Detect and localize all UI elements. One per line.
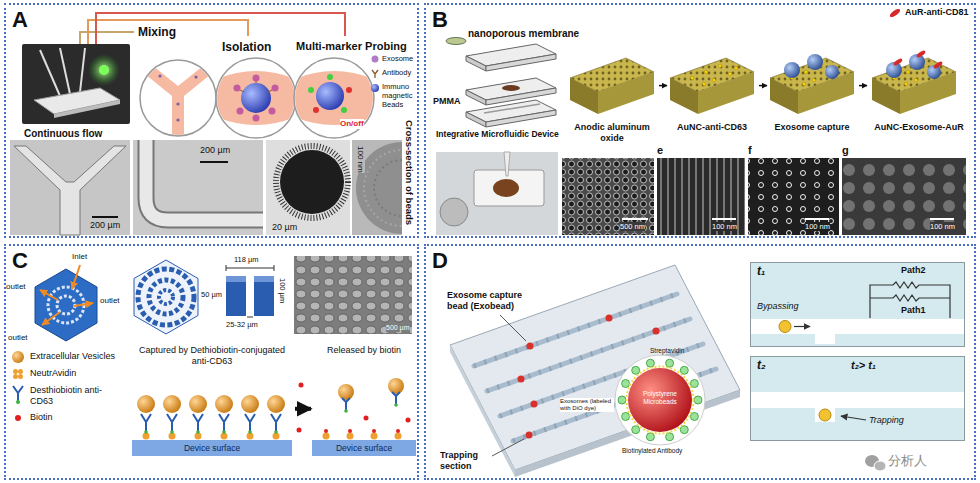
port-label: Inlet: [72, 252, 87, 262]
scale-label: 100 nm: [355, 146, 365, 173]
legend-text: Biotin: [30, 412, 53, 423]
callout-label: Exosomes (labeled with DiO dye): [560, 398, 614, 412]
probe-label: AuR-anti-CD81: [905, 7, 969, 18]
time-compare: t₂> t₁: [851, 359, 876, 372]
step-caption: AuNC-Exosome-AuR: [868, 122, 970, 133]
callout-label: Trapping section: [440, 450, 496, 472]
part-label: nanoporous membrane: [468, 28, 579, 40]
step-heading: Mixing: [138, 25, 176, 39]
legend-text: Immuno magnetic Beads: [382, 82, 416, 109]
port-label: outlet: [8, 333, 28, 343]
process-step: Captured by Dethiobiotin-conjugated anti…: [132, 345, 294, 461]
process-step: Exosome capture: [768, 44, 858, 148]
step-caption: Released by biotin: [312, 345, 416, 356]
process-step: Anodic aluminum oxide: [568, 44, 658, 148]
time-label: t₂: [757, 358, 766, 372]
step-caption: Captured by Dethiobiotin-conjugated anti…: [132, 345, 292, 367]
motion-label: Bypassing: [757, 301, 799, 312]
part-label: PMMA: [433, 96, 461, 107]
dimension-label: 118 µm: [234, 255, 259, 264]
image-caption: Cross-section of beads: [404, 120, 415, 225]
state-box: t₂ t₂> t₁ Trapping: [750, 356, 965, 441]
legend-text: Antibody: [382, 68, 411, 77]
legend-text: Extracellular Vesicles: [30, 351, 115, 362]
port-label: outlet: [6, 282, 26, 292]
scale-label: 100 nm: [712, 222, 737, 231]
panel-letter: A: [12, 7, 28, 33]
step-heading: Isolation: [222, 40, 271, 54]
scale-label: 200 µm: [200, 145, 230, 156]
port-label: outlet: [100, 296, 120, 306]
legend-text: Desthiobiotin anti-CD63: [30, 385, 110, 407]
subpanel-letter: f: [748, 144, 752, 157]
flow-arrow: [859, 85, 867, 87]
scale-label: 500 nm: [620, 222, 645, 231]
process-step: AuNC-Exosome-AuR: [868, 44, 972, 148]
dimension-label: 100 µm: [278, 278, 287, 303]
state-box: t₁ Bypassing Path2Path1: [750, 262, 965, 347]
dimension-label: 25-32 µm: [226, 320, 258, 329]
step-caption: Exosome capture: [768, 122, 856, 133]
legend-text: Exosome: [382, 54, 413, 63]
surface-bar: Device surface: [132, 440, 292, 456]
signal-label: On/off: [340, 119, 364, 129]
callout-label: Biotinylated Antibody: [622, 447, 682, 455]
time-label: t₁: [757, 264, 765, 278]
subpanel-letter: e: [657, 144, 663, 157]
callout-label: Polystyrene Microbeads: [636, 390, 684, 406]
panel: Dt₁ Bypassing Path2Path1 t₂ t₂> t₁ Trapping: [424, 244, 976, 480]
scale-label: 20 µm: [272, 222, 297, 233]
watermark: 分析人: [888, 453, 927, 469]
subpanel-letter: g: [842, 144, 849, 157]
scale-label: 100 nm: [805, 222, 830, 231]
scale-label: 500 µm: [386, 324, 410, 332]
callout-label: Streptavidin: [650, 347, 684, 355]
flow-arrow: [295, 407, 311, 411]
process-step: AuNC-anti-CD63: [668, 44, 758, 148]
callout-label: Exosome capture bead (Exobead): [447, 290, 537, 312]
step-caption: AuNC-anti-CD63: [668, 122, 756, 133]
step-caption: Anodic aluminum oxide: [568, 122, 656, 144]
legend-text: NeutrAvidin: [30, 368, 76, 379]
panel-letter: C: [12, 248, 28, 274]
flow-arrow: [659, 85, 667, 87]
panel-letter: B: [432, 7, 448, 33]
flow-arrow: [759, 85, 767, 87]
surface-bar: Device surface: [312, 440, 416, 456]
device-caption: Integrative Microfluidic Device: [436, 129, 562, 139]
motion-label: Trapping: [869, 415, 904, 426]
scale-label: 100 nm: [930, 222, 955, 231]
panel: C Captured by Dethiobiotin-conjugated ant…: [4, 244, 419, 480]
panel-letter: D: [432, 248, 448, 274]
path-label: Path2: [901, 265, 926, 276]
path-label: Path1: [901, 305, 926, 316]
dimension-label: 50 µm: [201, 290, 222, 299]
scale-label: 200 µm: [90, 220, 120, 231]
process-step: Released by biotinDevice surface: [312, 345, 418, 461]
photo-caption: Continuous flow: [24, 128, 102, 140]
step-heading: Multi-marker Probing: [296, 40, 407, 53]
